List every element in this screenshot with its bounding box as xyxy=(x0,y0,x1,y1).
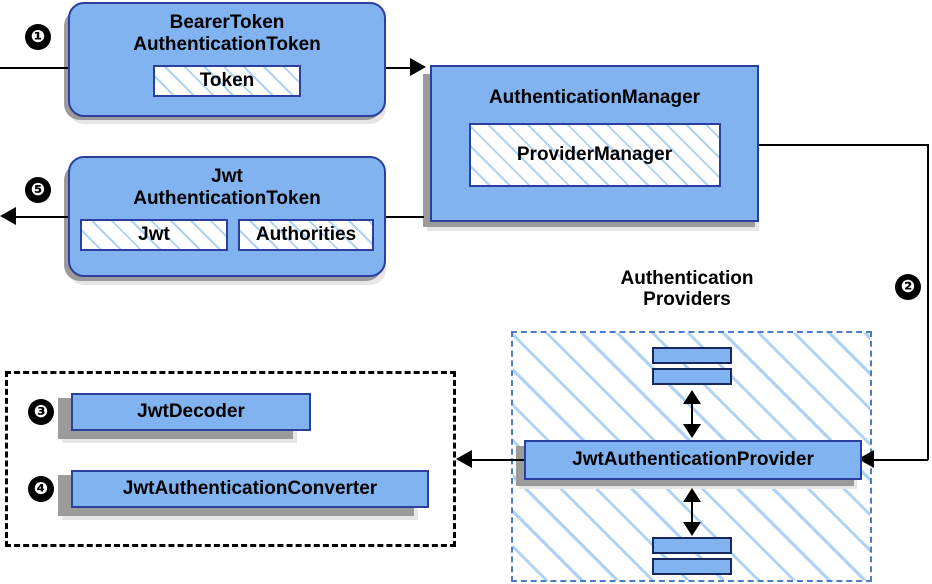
arrowhead-to-helpers-group xyxy=(456,450,472,468)
jwt-decoder-label: JwtDecoder xyxy=(137,401,245,422)
connector-provider-to-helpers xyxy=(470,459,525,461)
connector-manager-to-provider-top xyxy=(758,144,928,146)
arrowhead-provider-stack-bottom-up xyxy=(683,488,701,502)
authorities-label: Authorities xyxy=(255,224,357,245)
connector-provider-stack-top xyxy=(691,396,693,432)
node-bearer-token-authentication-token[interactable]: BearerToken AuthenticationToken Token xyxy=(68,2,386,117)
chip-provider-manager: ProviderManager xyxy=(468,123,721,187)
jwt-authentication-converter-label: JwtAuthenticationConverter xyxy=(122,478,378,499)
step-badge-2: ❷ xyxy=(895,274,921,300)
provider-stack-bar-bottom-1 xyxy=(652,537,732,554)
token-label: Token xyxy=(199,70,255,91)
arrowhead-to-jwt-authentication-provider xyxy=(858,450,874,468)
jwt-helpers-group xyxy=(5,371,456,547)
step-badge-5-number: ❺ xyxy=(30,179,46,200)
step-badge-1: ❶ xyxy=(25,24,51,50)
connector-manager-to-provider-bottom xyxy=(872,459,928,461)
step-badge-4: ❹ xyxy=(28,476,54,502)
authentication-providers-title: Authentication Providers xyxy=(571,268,803,311)
authentication-manager-label: AuthenticationManager xyxy=(488,87,701,108)
provider-stack-bar-top-1 xyxy=(652,347,732,364)
bearer-token-title-line-2: AuthenticationToken xyxy=(133,34,321,55)
arrowhead-to-authentication-manager xyxy=(410,58,426,76)
connector-provider-stack-bottom xyxy=(691,494,693,530)
connector-manager-to-provider-side xyxy=(927,144,929,460)
arrowhead-provider-stack-bottom-down xyxy=(683,522,701,536)
node-authentication-manager[interactable]: AuthenticationManager ProviderManager xyxy=(430,65,759,222)
step-badge-2-number: ❷ xyxy=(900,276,916,297)
step-badge-1-number: ❶ xyxy=(30,26,46,47)
provider-manager-label: ProviderManager xyxy=(516,144,673,165)
chip-jwt: Jwt xyxy=(80,219,228,251)
arrowhead-provider-stack-top-up xyxy=(683,390,701,404)
bearer-token-title-line-1: BearerToken xyxy=(169,12,285,33)
chip-token: Token xyxy=(153,65,301,97)
node-jwt-decoder[interactable]: JwtDecoder xyxy=(71,393,311,431)
arrowhead-provider-stack-top-down xyxy=(683,424,701,438)
jwt-token-title-line-1: Jwt xyxy=(211,166,243,187)
step-badge-4-number: ❹ xyxy=(33,478,49,499)
jwt-authentication-provider-label: JwtAuthenticationProvider xyxy=(572,449,814,470)
node-jwt-authentication-converter[interactable]: JwtAuthenticationConverter xyxy=(71,470,429,508)
step-badge-3: ❸ xyxy=(28,399,54,425)
providers-title-line-1: Authentication xyxy=(620,268,754,289)
jwt-token-chip-row: Jwt Authorities xyxy=(80,219,374,251)
node-jwt-authentication-provider[interactable]: JwtAuthenticationProvider xyxy=(524,440,862,480)
provider-stack-bar-top-2 xyxy=(652,368,732,385)
arrowhead-response-out xyxy=(0,207,16,225)
chip-authorities: Authorities xyxy=(238,219,374,251)
step-badge-3-number: ❸ xyxy=(33,401,49,422)
step-badge-5: ❺ xyxy=(25,177,51,203)
jwt-token-title-line-2: AuthenticationToken xyxy=(133,188,321,209)
node-jwt-authentication-token[interactable]: Jwt AuthenticationToken Jwt Authorities xyxy=(68,156,386,277)
provider-stack-bar-bottom-2 xyxy=(652,558,732,575)
jwt-label: Jwt xyxy=(138,224,170,245)
providers-title-line-2: Providers xyxy=(643,289,731,311)
